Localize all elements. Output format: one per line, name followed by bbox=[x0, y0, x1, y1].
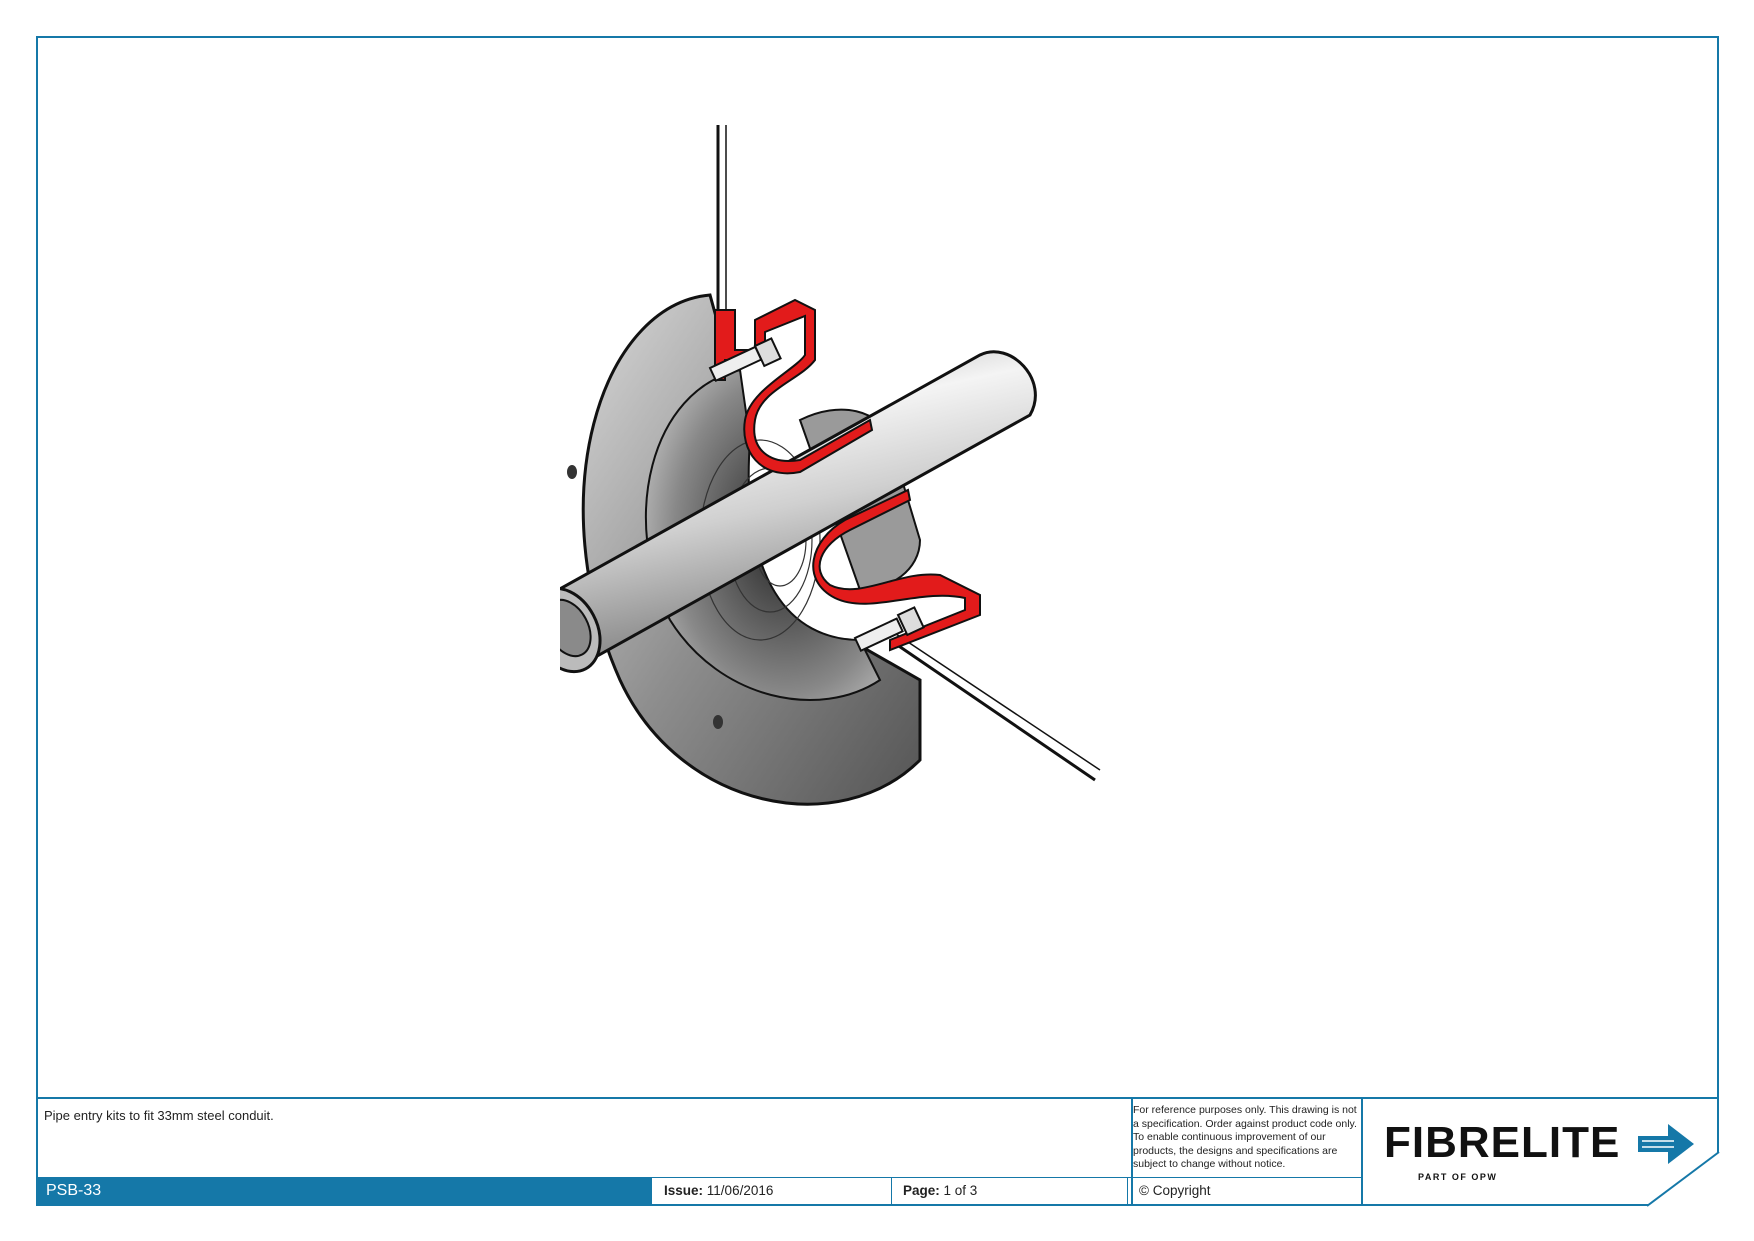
clamp-bolt-top bbox=[708, 337, 782, 383]
wall-line-bottom-inner bbox=[889, 629, 1101, 771]
product-code: PSB-33 bbox=[38, 1177, 652, 1205]
frame-corner bbox=[1646, 1151, 1720, 1207]
seal-section-bottom bbox=[812, 488, 981, 652]
reference-notice: For reference purposes only. This drawin… bbox=[1133, 1104, 1357, 1171]
flange-bore bbox=[644, 368, 882, 701]
bolt-hole-lower bbox=[713, 715, 723, 729]
bolt-hole-upper bbox=[567, 465, 577, 479]
page-value: 1 of 3 bbox=[943, 1183, 978, 1198]
fibrelite-logo: FIBRELITE PART OF OPW bbox=[1376, 1110, 1696, 1190]
logo-wordmark: FIBRELITE bbox=[1384, 1118, 1621, 1167]
copyright: © Copyright bbox=[1139, 1183, 1211, 1198]
steel-conduit-pipe bbox=[560, 350, 1037, 674]
titleblock-top-rule bbox=[36, 1097, 1719, 1099]
drawing-frame bbox=[36, 36, 1719, 1206]
titleblock-divider-logo bbox=[1361, 1097, 1363, 1206]
logo-tagline: PART OF OPW bbox=[1418, 1172, 1498, 1182]
titleblock-row-rule bbox=[36, 1177, 1363, 1178]
clamp-bolt-bottom bbox=[853, 606, 925, 653]
cell-divider-1 bbox=[891, 1177, 892, 1206]
issue-cell: Issue: 11/06/2016 bbox=[654, 1177, 891, 1205]
page-cell: Page: 1 of 3 bbox=[891, 1177, 1127, 1205]
logo-arrow-icon bbox=[1638, 1124, 1694, 1164]
titleblock-divider-notice bbox=[1131, 1097, 1133, 1206]
titleblock-bottom-row: PSB-33 Issue: 11/06/2016 Page: 1 of 3 © … bbox=[36, 1177, 1361, 1206]
product-description: Pipe entry kits to fit 33mm steel condui… bbox=[44, 1108, 274, 1123]
seal-section-top bbox=[714, 298, 874, 475]
cell-divider-2 bbox=[1127, 1177, 1128, 1206]
issue-value: 11/06/2016 bbox=[706, 1183, 774, 1198]
pipe-entry-illustration bbox=[560, 125, 1101, 806]
issue-label: Issue: bbox=[664, 1183, 704, 1198]
wall-line-bottom bbox=[889, 638, 1096, 782]
page-label: Page: bbox=[903, 1183, 940, 1198]
